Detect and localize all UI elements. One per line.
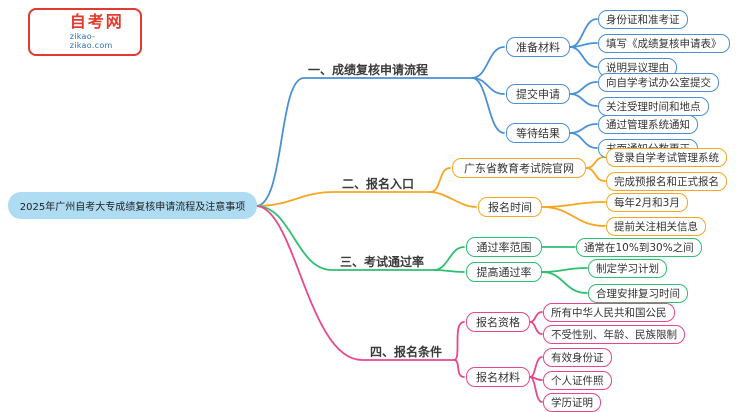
branch3-label: 三、考试通过率 (340, 255, 425, 269)
branch4-topic2: 报名材料 (466, 367, 530, 387)
branch1-topic3-item1: 通过管理系统通知 (598, 115, 698, 134)
branch4-topic2-item2: 个人证件照 (543, 371, 612, 390)
logo-text: 自考网 zikao-zikao.com (70, 13, 133, 50)
branch2-topic1: 广东省教育考试院官网 (452, 158, 586, 178)
branch1-topic2: 提交申请 (506, 84, 570, 104)
root-node: 2025年广州自考大专成绩复核申请流程及注意事项 (8, 192, 257, 219)
logo-url: zikao-zikao.com (69, 32, 113, 50)
branch4-topic1-item1: 所有中华人民共和国公民 (543, 303, 675, 322)
branch1-topic2-item2: 关注受理时间和地点 (598, 97, 709, 116)
logo-title: 自考网 (69, 12, 124, 32)
branch4-topic1-item2: 不受性别、年龄、民族限制 (543, 325, 685, 344)
branch3-topic1-item1: 通常在10%到30%之间 (576, 238, 702, 257)
branch3-topic2-item1: 制定学习计划 (588, 259, 667, 278)
branch1-topic1: 准备材料 (506, 37, 570, 57)
branch1-label: 一、成绩复核申请流程 (308, 63, 429, 77)
branch1-topic2-item1: 向自学考试办公室提交 (598, 73, 719, 92)
branch3-topic2-item2: 合理安排复习时间 (588, 284, 688, 303)
logo-icon (37, 17, 65, 47)
branch4-topic2-item1: 有效身份证 (543, 348, 612, 367)
branch4-topic2-item3: 学历证明 (543, 393, 601, 412)
branch2-topic1-item1: 登录自学考试管理系统 (606, 148, 727, 167)
branch2-label: 二、报名入口 (342, 177, 415, 191)
branch1-topic1-item3: 说明异议理由 (598, 58, 677, 77)
branch2-topic2: 报名时间 (478, 197, 542, 217)
branch3-topic1: 通过率范围 (466, 237, 542, 257)
branch1-topic1-item1: 身份证和准考证 (598, 10, 688, 29)
branch3-topic2: 提高通过率 (466, 262, 542, 282)
branch2-topic2-item1: 每年2月和3月 (606, 193, 688, 212)
branch4-label: 四、报名条件 (370, 345, 443, 359)
branch2-topic2-item2: 提前关注相关信息 (606, 217, 706, 236)
site-logo: 自考网 zikao-zikao.com (28, 8, 142, 56)
branch1-topic1-item2: 填写《成绩复核申请表》 (598, 34, 730, 53)
branch2-topic1-item2: 完成预报名和正式报名 (606, 172, 727, 191)
branch4-topic1: 报名资格 (466, 312, 530, 332)
branch1-topic3: 等待结果 (506, 123, 570, 143)
